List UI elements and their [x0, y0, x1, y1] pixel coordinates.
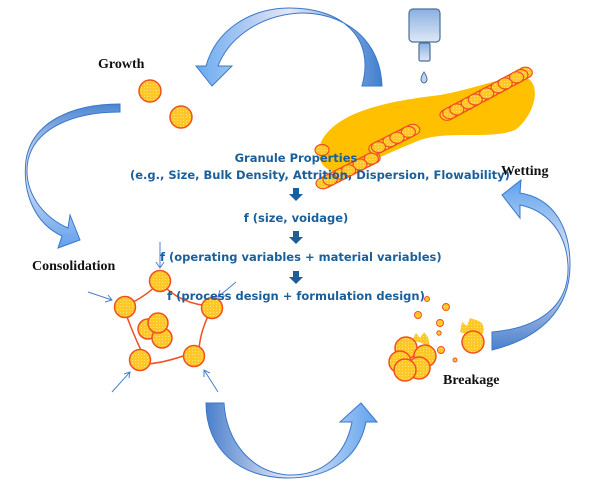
nozzle-icon: [408, 8, 441, 110]
granule-particle: [352, 158, 368, 171]
granule-particle: [508, 71, 525, 84]
cycle-arrow-right: [491, 178, 571, 351]
granule-particle: [314, 143, 330, 157]
cycle-arrow-top: [194, 7, 383, 87]
granule-particle: [449, 103, 465, 116]
down-arrow-icon: [289, 188, 303, 201]
droplet-icon: [420, 71, 428, 84]
formula-process-formulation: f (process design + formulation design): [167, 289, 425, 303]
consolidation-granule: [113, 269, 224, 372]
granule-properties-examples: (e.g., Size, Bulk Density, Attrition, Di…: [130, 168, 510, 182]
granule-properties-heading: Granule Properties: [234, 151, 358, 165]
granule-particle: [467, 93, 483, 106]
granule-particle: [400, 125, 416, 138]
formula-size-voidage: f (size, voidage): [243, 211, 349, 225]
granule-particle: [322, 173, 338, 186]
cycle-arrow-left: [24, 103, 121, 249]
cycle-arrow-bottom: [205, 402, 379, 479]
granule-particle: [479, 87, 495, 100]
granule-particle: [370, 141, 387, 154]
pressure-arrows: [87, 242, 237, 393]
granule-particle: [389, 131, 405, 144]
granule-particle: [363, 152, 379, 165]
formula-operating-material: f (operating variables + material variab…: [160, 250, 442, 264]
stage-label-consolidation: Consolidation: [32, 259, 116, 274]
flow-arrows: [289, 188, 303, 284]
stage-label-breakage: Breakage: [443, 373, 500, 388]
granule-particle: [341, 164, 357, 177]
stage-label-wetting: Wetting: [501, 164, 549, 179]
granule-particle: [497, 77, 513, 90]
wetting-granule-cluster: [314, 66, 535, 190]
stage-label-growth: Growth: [98, 57, 145, 72]
growth-granules: [138, 79, 193, 129]
down-arrow-icon: [289, 231, 303, 244]
breakage-fragments: [388, 296, 485, 382]
down-arrow-icon: [289, 271, 303, 284]
